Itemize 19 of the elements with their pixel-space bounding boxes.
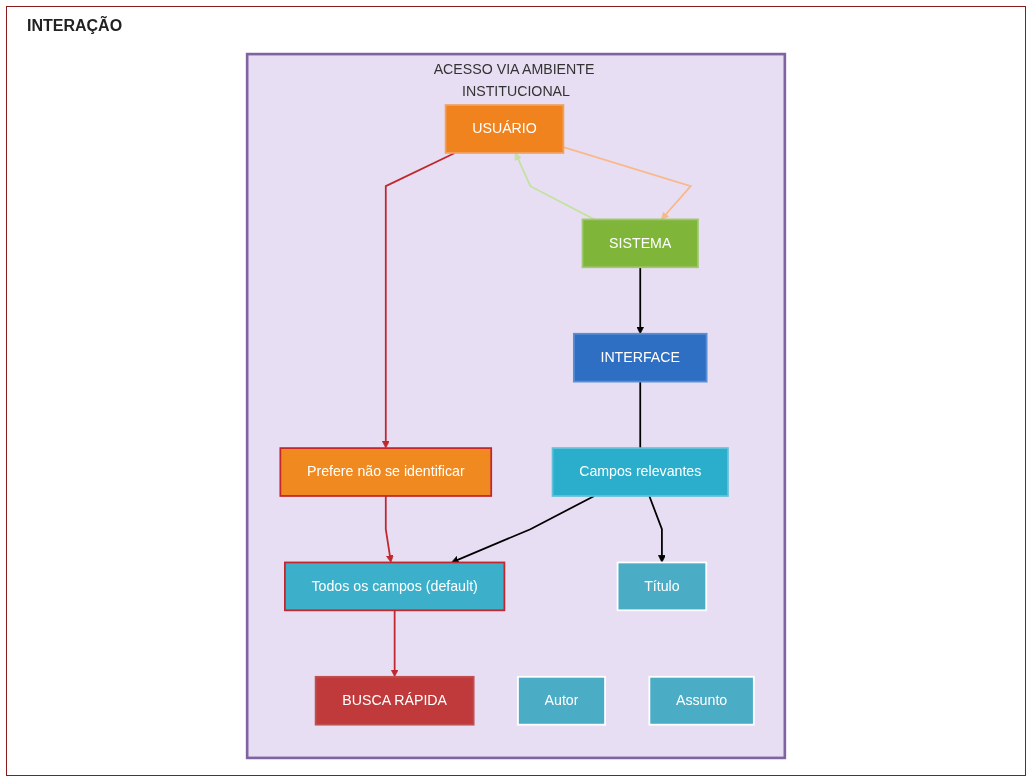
arrow xyxy=(451,495,596,564)
node-box: Todos os campos (default) xyxy=(284,561,506,612)
group-heading: INTERAÇÃO xyxy=(27,17,123,35)
connector xyxy=(639,380,642,449)
node-box: Prefere não se identificar xyxy=(279,447,493,497)
node-box: Campos relevantes xyxy=(551,447,729,497)
arrow xyxy=(390,609,399,678)
arrow xyxy=(636,266,645,335)
arrow xyxy=(648,495,666,563)
node-box: USUÁRIO xyxy=(444,104,565,154)
node-box: INTERFACE xyxy=(572,332,708,383)
arrow xyxy=(384,495,394,563)
node-box: BUSCA RÁPIDA xyxy=(314,675,475,726)
arrow xyxy=(514,152,596,221)
node-box: SISTEMA xyxy=(581,218,699,269)
node-box: Assunto xyxy=(648,675,755,726)
arrow xyxy=(381,152,456,449)
node-box: Autor xyxy=(517,675,606,726)
node-box: Título xyxy=(616,561,708,612)
